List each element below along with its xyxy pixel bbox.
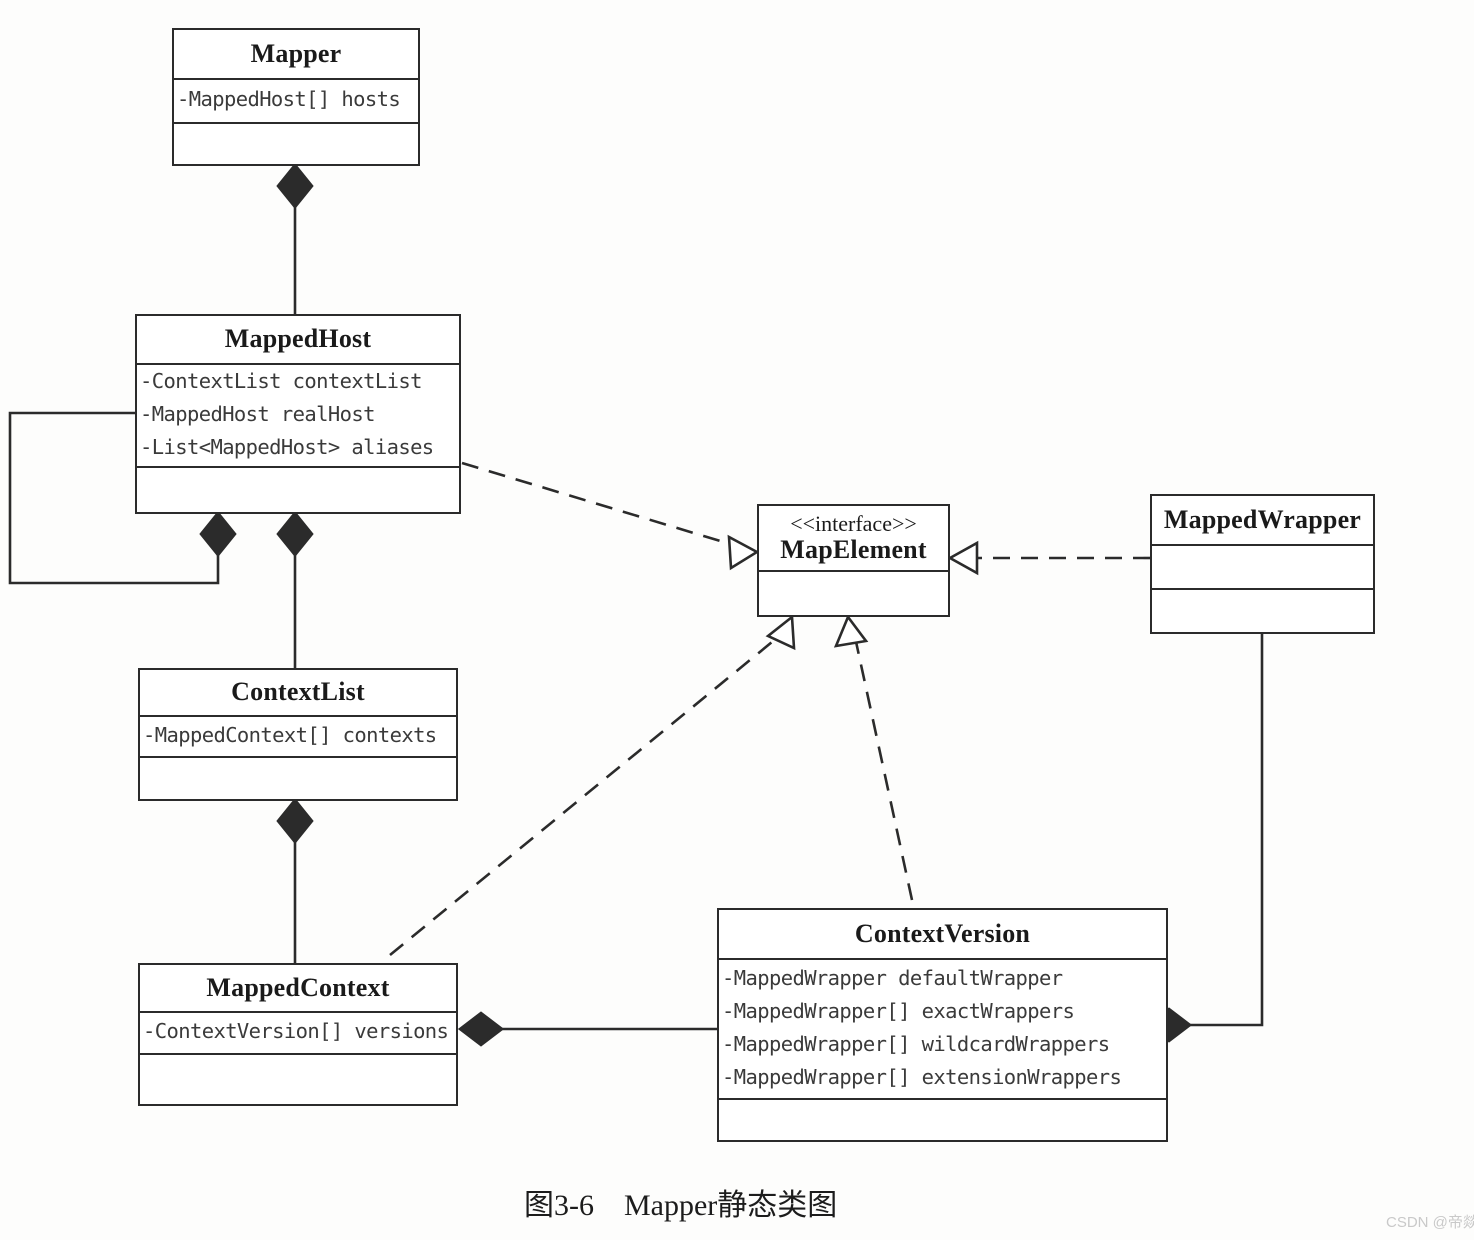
realization-arrowhead-mappedcontext (765, 614, 796, 651)
realization-arrowhead-mappedwrapper (947, 540, 979, 576)
composition-diamond-mappedhost-contextlist (276, 510, 314, 558)
class-operations-mapper (174, 124, 418, 164)
class-attributes-contextversion: -MappedWrapper defaultWrapper -MappedWra… (719, 960, 1166, 1100)
class-attributes-contextlist: -MappedContext[] contexts (140, 717, 456, 758)
class-header-mapelement: <<interface>> MapElement (759, 506, 948, 572)
class-box-contextlist[interactable]: ContextList -MappedContext[] contexts (138, 668, 458, 801)
class-attributes-mappedwrapper (1152, 546, 1373, 590)
class-attribute: -List<MappedHost> aliases (140, 435, 434, 460)
class-attribute: -MappedHost realHost (140, 401, 375, 426)
class-box-contextversion[interactable]: ContextVersion -MappedWrapper defaultWra… (717, 908, 1168, 1142)
class-operations-contextlist (140, 758, 456, 799)
class-operations-mappedcontext (140, 1055, 456, 1104)
class-operations-mapelement (759, 572, 948, 615)
composition-diamond-mapper (276, 162, 314, 210)
realization-arrowhead-contextversion (833, 614, 869, 648)
class-attributes-mappedhost: -ContextList contextList -MappedHost rea… (137, 365, 459, 468)
class-attribute: -MappedWrapper[] wildcardWrappers (722, 1032, 1110, 1056)
class-title-mapper: Mapper (250, 38, 342, 68)
class-attribute: -MappedContext[] contexts (143, 722, 437, 747)
edge-mappedhost-mapelement (461, 461, 741, 549)
class-operations-contextversion (719, 1100, 1166, 1140)
class-attribute: -ContextVersion[] versions (143, 1019, 449, 1044)
class-header-contextversion: ContextVersion (719, 910, 1166, 960)
class-stereotype-mapelement: <<interface>> (790, 510, 917, 536)
class-header-contextlist: ContextList (140, 670, 456, 717)
class-header-mappedwrapper: MappedWrapper (1152, 496, 1373, 546)
class-header-mappedhost: MappedHost (137, 316, 459, 365)
class-attribute: -MappedWrapper[] exactWrappers (722, 998, 1075, 1023)
composition-diamond-contextlist-mappedcontext (276, 797, 314, 845)
class-box-mappedhost[interactable]: MappedHost -ContextList contextList -Map… (135, 314, 461, 514)
class-attribute: -MappedHost[] hosts (177, 87, 401, 112)
class-attribute: -MappedWrapper[] extensionWrappers (722, 1065, 1122, 1090)
class-title-mappedwrapper: MappedWrapper (1163, 504, 1362, 534)
class-title-mappedcontext: MappedContext (206, 972, 390, 1002)
class-title-mapelement: MapElement (780, 534, 927, 564)
csdn-watermark: CSDN @帝燚 (1386, 1214, 1474, 1231)
composition-diamond-mappedcontext-contextversion (457, 1011, 505, 1047)
class-attributes-mappedcontext: -ContextVersion[] versions (140, 1013, 456, 1055)
class-operations-mappedwrapper (1152, 590, 1373, 632)
composition-diamond-mappedhost-self (199, 510, 237, 558)
realization-arrowhead-mappedhost (727, 534, 760, 571)
edge-contextversion-mappedwrapper (1190, 634, 1264, 1027)
class-title-mappedhost: MappedHost (224, 324, 372, 354)
edge-contextversion-mapelement (853, 636, 914, 901)
class-header-mappedcontext: MappedContext (140, 965, 456, 1013)
class-title-contextversion: ContextVersion (854, 918, 1031, 948)
class-header-mapper: Mapper (174, 30, 418, 80)
figure-caption: 图3-6 Mapper静态类图 (524, 1189, 838, 1222)
class-title-contextlist: ContextList (231, 677, 365, 707)
class-attribute: -MappedWrapper defaultWrapper (722, 965, 1063, 990)
class-attribute: -ContextList contextList (140, 368, 422, 393)
class-box-mapelement[interactable]: <<interface>> MapElement (757, 504, 950, 617)
class-box-mappedwrapper[interactable]: MappedWrapper (1150, 494, 1375, 634)
class-operations-mappedhost (137, 468, 459, 512)
class-box-mappedcontext[interactable]: MappedContext -ContextVersion[] versions (138, 963, 458, 1106)
class-box-mapper[interactable]: Mapper -MappedHost[] hosts (172, 28, 420, 166)
class-attributes-mapper: -MappedHost[] hosts (174, 80, 418, 124)
